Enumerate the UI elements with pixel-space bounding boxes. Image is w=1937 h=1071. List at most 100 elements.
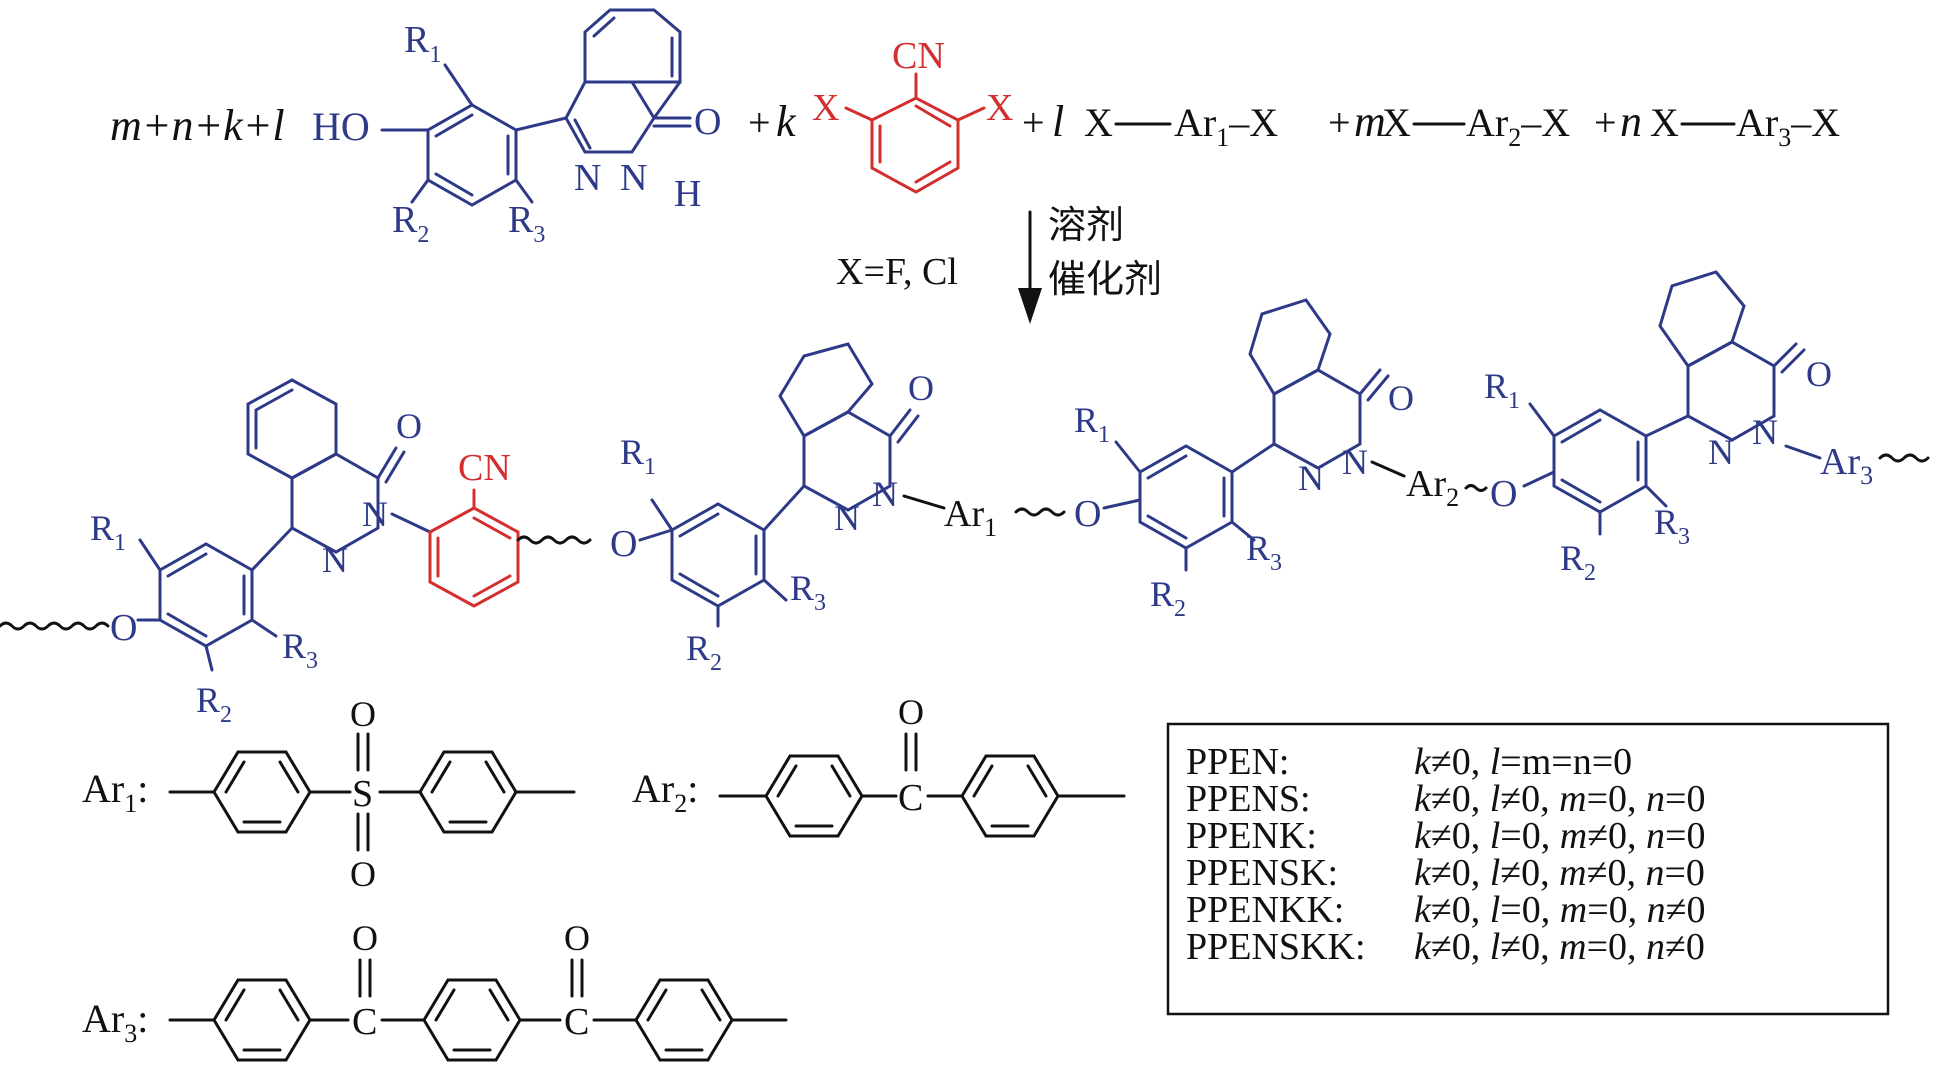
legend-box [1166, 722, 1890, 1016]
legend-rel-5-3: ≠0 [1665, 926, 1705, 968]
ar3-ring-1 [212, 978, 312, 1062]
legend-var-5-0: k [1414, 926, 1432, 968]
ar3-c2: C [564, 1001, 589, 1043]
legend-var-0-0: k [1414, 741, 1432, 783]
solvent-label: 溶剂 [1048, 205, 1124, 247]
legend-rel-3-0: ≠0, [1431, 852, 1490, 894]
r2-label: R2 [392, 199, 429, 248]
u2-r2: R2 [686, 628, 722, 676]
legend-var-0-1: l [1490, 741, 1501, 783]
unit-4: O O N N R1 R2 R3 Ar3 [1484, 270, 1930, 586]
n1-label: N [574, 157, 601, 199]
legend-var-1-3: n [1646, 778, 1665, 820]
halogen-label: X=F, Cl [836, 251, 958, 293]
coef-main: m+n+k+l [110, 101, 285, 150]
legend-rel-5-0: ≠0, [1431, 926, 1490, 968]
reaction-arrow: 溶剂 催化剂 X=F, Cl [836, 205, 1162, 324]
u2-r1: R1 [620, 432, 656, 480]
x-left-label: X [812, 87, 839, 129]
legend-condition-4: k≠0, l=0, m=0, n≠0 [1414, 889, 1705, 931]
ar3-reagent: Ar3–X [1736, 100, 1840, 152]
l-coef: l [1052, 97, 1064, 146]
ar1-o-bottom: O [350, 854, 376, 894]
u3-benzo [1248, 298, 1332, 397]
legend-name-3: PPENSK: [1186, 852, 1338, 894]
x-ar2-left: X [1382, 100, 1411, 145]
u2-carbonyl-o: O [908, 368, 934, 408]
u2-r3: R3 [790, 568, 826, 616]
ho-label: HO [312, 104, 370, 149]
legend-rel-5-2: =0, [1587, 926, 1646, 968]
legend-var-5-3: n [1646, 926, 1665, 968]
carbonyl-o-label: O [694, 101, 721, 143]
legend-var-1-1: l [1490, 778, 1501, 820]
legend-rel-5-1: ≠0, [1500, 926, 1559, 968]
ar3-ring-3 [634, 978, 734, 1062]
legend-condition-3: k≠0, l≠0, m≠0, n=0 [1414, 852, 1705, 894]
r3-label: R3 [508, 199, 545, 248]
u1-phenyl [158, 542, 254, 648]
u1-r1: R1 [90, 508, 126, 556]
polymer-product: O O N N R1 R2 R3 [0, 270, 1930, 728]
legend-var-1-2: m [1559, 778, 1586, 820]
legend-var-2-1: l [1490, 815, 1501, 857]
u2-n1: N [834, 498, 860, 538]
u3-o: O [1074, 493, 1101, 535]
legend-var-4-0: k [1414, 889, 1432, 931]
legend-rel-1-2: =0, [1587, 778, 1646, 820]
legend-rel-3-2: ≠0, [1587, 852, 1646, 894]
ar3-o1: O [352, 918, 378, 958]
x-ar3-left: X [1650, 100, 1679, 145]
phenol-ring [426, 103, 518, 207]
reactant-line: m+n+k+l HO R1 R2 R3 [110, 8, 1840, 248]
u3-r2: R2 [1150, 574, 1186, 622]
legend-rel-4-1: =0, [1500, 889, 1559, 931]
ar-definitions: Ar1: S O O Ar2: [82, 692, 1126, 1062]
u2-phenyl [670, 502, 766, 608]
phthalazinone-ring [564, 80, 656, 154]
ar1-o-top: O [350, 694, 376, 734]
legend-rel-2-2: ≠0, [1587, 815, 1646, 857]
u4-carbonyl-o: O [1806, 354, 1832, 394]
chain-wave-2 [516, 535, 592, 545]
u4-r1: R1 [1484, 366, 1520, 414]
ar2-reagent: Ar2–X [1466, 100, 1570, 152]
ar1-def-label: Ar1: [82, 766, 148, 818]
ar2-ring-right [960, 754, 1060, 838]
legend-name-4: PPENKK: [1186, 889, 1344, 931]
ar3-c1: C [352, 1001, 377, 1043]
legend-var-2-0: k [1414, 815, 1432, 857]
u4-n2: N [1752, 412, 1778, 452]
k-coef: k [776, 97, 797, 146]
u4-r2: R2 [1560, 538, 1596, 586]
u1-benzo [246, 378, 338, 480]
ar3-ring-2 [422, 978, 522, 1062]
nitrile-ring [870, 96, 960, 194]
u3-r1: R1 [1074, 400, 1110, 448]
ar1-reagent: Ar1–X [1174, 100, 1278, 152]
u3-r3: R3 [1246, 528, 1282, 576]
m-coef: m [1354, 97, 1386, 146]
legend-var-2-2: m [1560, 815, 1587, 857]
u4-phenyl [1552, 408, 1648, 514]
legend-rel-0-1: =m=n=0 [1500, 741, 1632, 783]
legend-rel-1-3: =0 [1665, 778, 1705, 820]
legend-rel-2-3: =0 [1665, 815, 1705, 857]
legend-condition-1: k≠0, l≠0, m=0, n=0 [1414, 778, 1705, 820]
u1-r3: R3 [282, 626, 318, 674]
legend-var-5-2: m [1559, 926, 1586, 968]
u1-carbonyl-o: O [396, 406, 422, 446]
chain-cn-label: CN [458, 447, 511, 489]
arrow-head [1018, 288, 1042, 324]
ar2-structure: Ar2: C O [632, 692, 1126, 838]
u2-o: O [610, 523, 637, 565]
plus-3: + [1328, 100, 1351, 145]
u2-n2: N [872, 474, 898, 514]
u2-ar1: Ar1 [944, 493, 997, 542]
legend-rel-4-3: ≠0 [1666, 889, 1706, 931]
h-label: H [674, 173, 701, 215]
u4-n1: N [1708, 432, 1734, 472]
ar3-def-label: Ar3: [82, 996, 148, 1048]
cn-label: CN [892, 35, 945, 77]
